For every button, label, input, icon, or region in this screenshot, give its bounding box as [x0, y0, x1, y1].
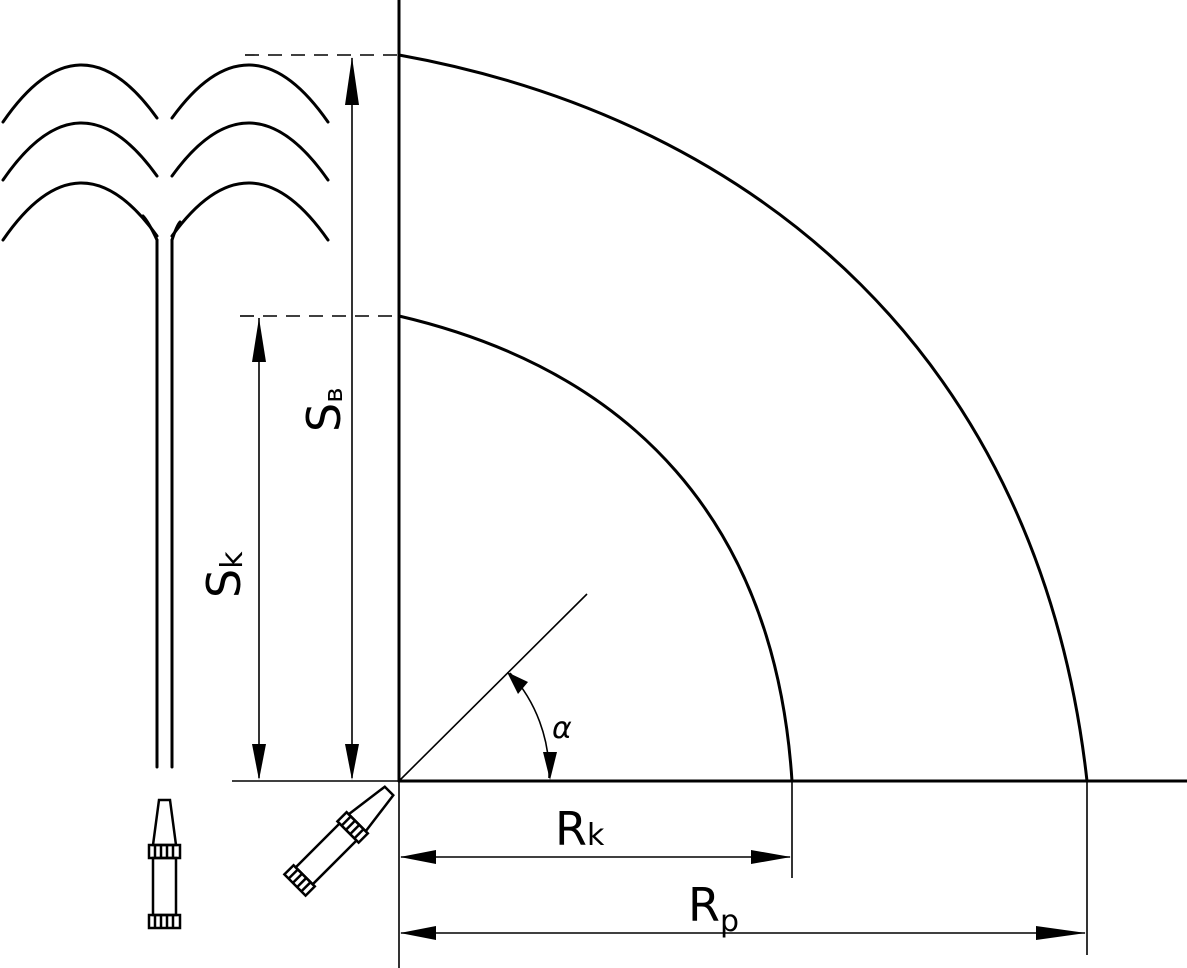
trajectory-angle-line	[398, 593, 588, 782]
s-v-label: Sв	[297, 387, 351, 432]
s-v-label-sub: в	[319, 387, 349, 402]
s-v-label-main: S	[297, 403, 351, 432]
r-k-arrow-left	[400, 850, 436, 864]
alpha-arrow-top	[507, 672, 528, 694]
r-p-arrow-left	[400, 926, 436, 940]
s-k-arrow-top	[252, 318, 266, 362]
s-v-arrow-top	[345, 57, 359, 105]
alpha-label: α	[552, 711, 572, 746]
inner-range-arc	[397, 314, 794, 783]
vertical-nozzle-icon	[147, 798, 182, 930]
alpha-arrow-bottom	[543, 752, 557, 780]
r-p-label-main: R	[688, 878, 720, 932]
fountain-jet-icon	[1, 63, 330, 769]
svg-text:Sk: Sk	[197, 551, 251, 598]
r-k-label: Rk	[555, 802, 605, 856]
r-p-arrow-right	[1036, 926, 1086, 940]
svg-text:Sв: Sв	[297, 387, 351, 432]
s-k-arrow-bottom	[252, 744, 266, 780]
s-k-label-main: S	[197, 569, 251, 598]
s-k-label-sub: k	[215, 551, 250, 569]
s-k-label: Sk	[197, 551, 251, 598]
r-p-label-sub: p	[720, 904, 739, 939]
outer-range-arc	[397, 53, 1089, 783]
r-k-label-sub: k	[587, 818, 605, 853]
inclined-nozzle-icon	[282, 785, 395, 898]
s-v-arrow-bottom	[345, 744, 359, 780]
r-k-label-main: R	[555, 802, 587, 856]
r-k-arrow-right	[751, 850, 791, 864]
r-p-label: Rp	[688, 878, 739, 939]
